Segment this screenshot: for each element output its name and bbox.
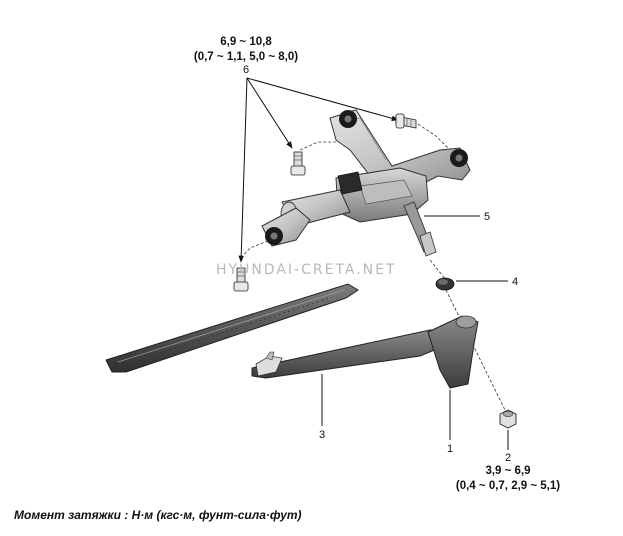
nut-2: [499, 409, 517, 429]
torque-bottom-line2: (0,4 ~ 0,7, 2,9 ~ 5,1): [456, 480, 560, 492]
callout-6-leaders: [238, 77, 399, 263]
bolt-left: [233, 267, 249, 292]
bolt-middle: [290, 151, 306, 176]
torque-top-line2: (0,7 ~ 1,1, 5,0 ~ 8,0): [194, 51, 298, 63]
wiper-arm: [251, 315, 479, 389]
watermark: HYUNDAI-CRETA.NET: [216, 262, 397, 278]
callout-2-label: 2: [505, 452, 511, 464]
callout-1-label: 1: [447, 443, 453, 455]
callout-6-label: 6: [243, 64, 249, 76]
wiper-motor-bracket: [261, 109, 471, 257]
callout-4-label: 4: [512, 276, 518, 288]
callout-5-label: 5: [484, 211, 490, 223]
bolt-right: [395, 113, 417, 129]
torque-top-line1: 6,9 ~ 10,8: [220, 36, 272, 48]
cap-4: [435, 277, 455, 291]
wiper-blade: [105, 283, 359, 373]
alignment-dashes: [240, 123, 506, 411]
torque-bottom-line1: 3,9 ~ 6,9: [485, 465, 530, 477]
torque-caption: Момент затяжки : Н·м (кгс·м, фунт-сила·ф…: [14, 508, 302, 522]
callout-3-label: 3: [319, 429, 325, 441]
